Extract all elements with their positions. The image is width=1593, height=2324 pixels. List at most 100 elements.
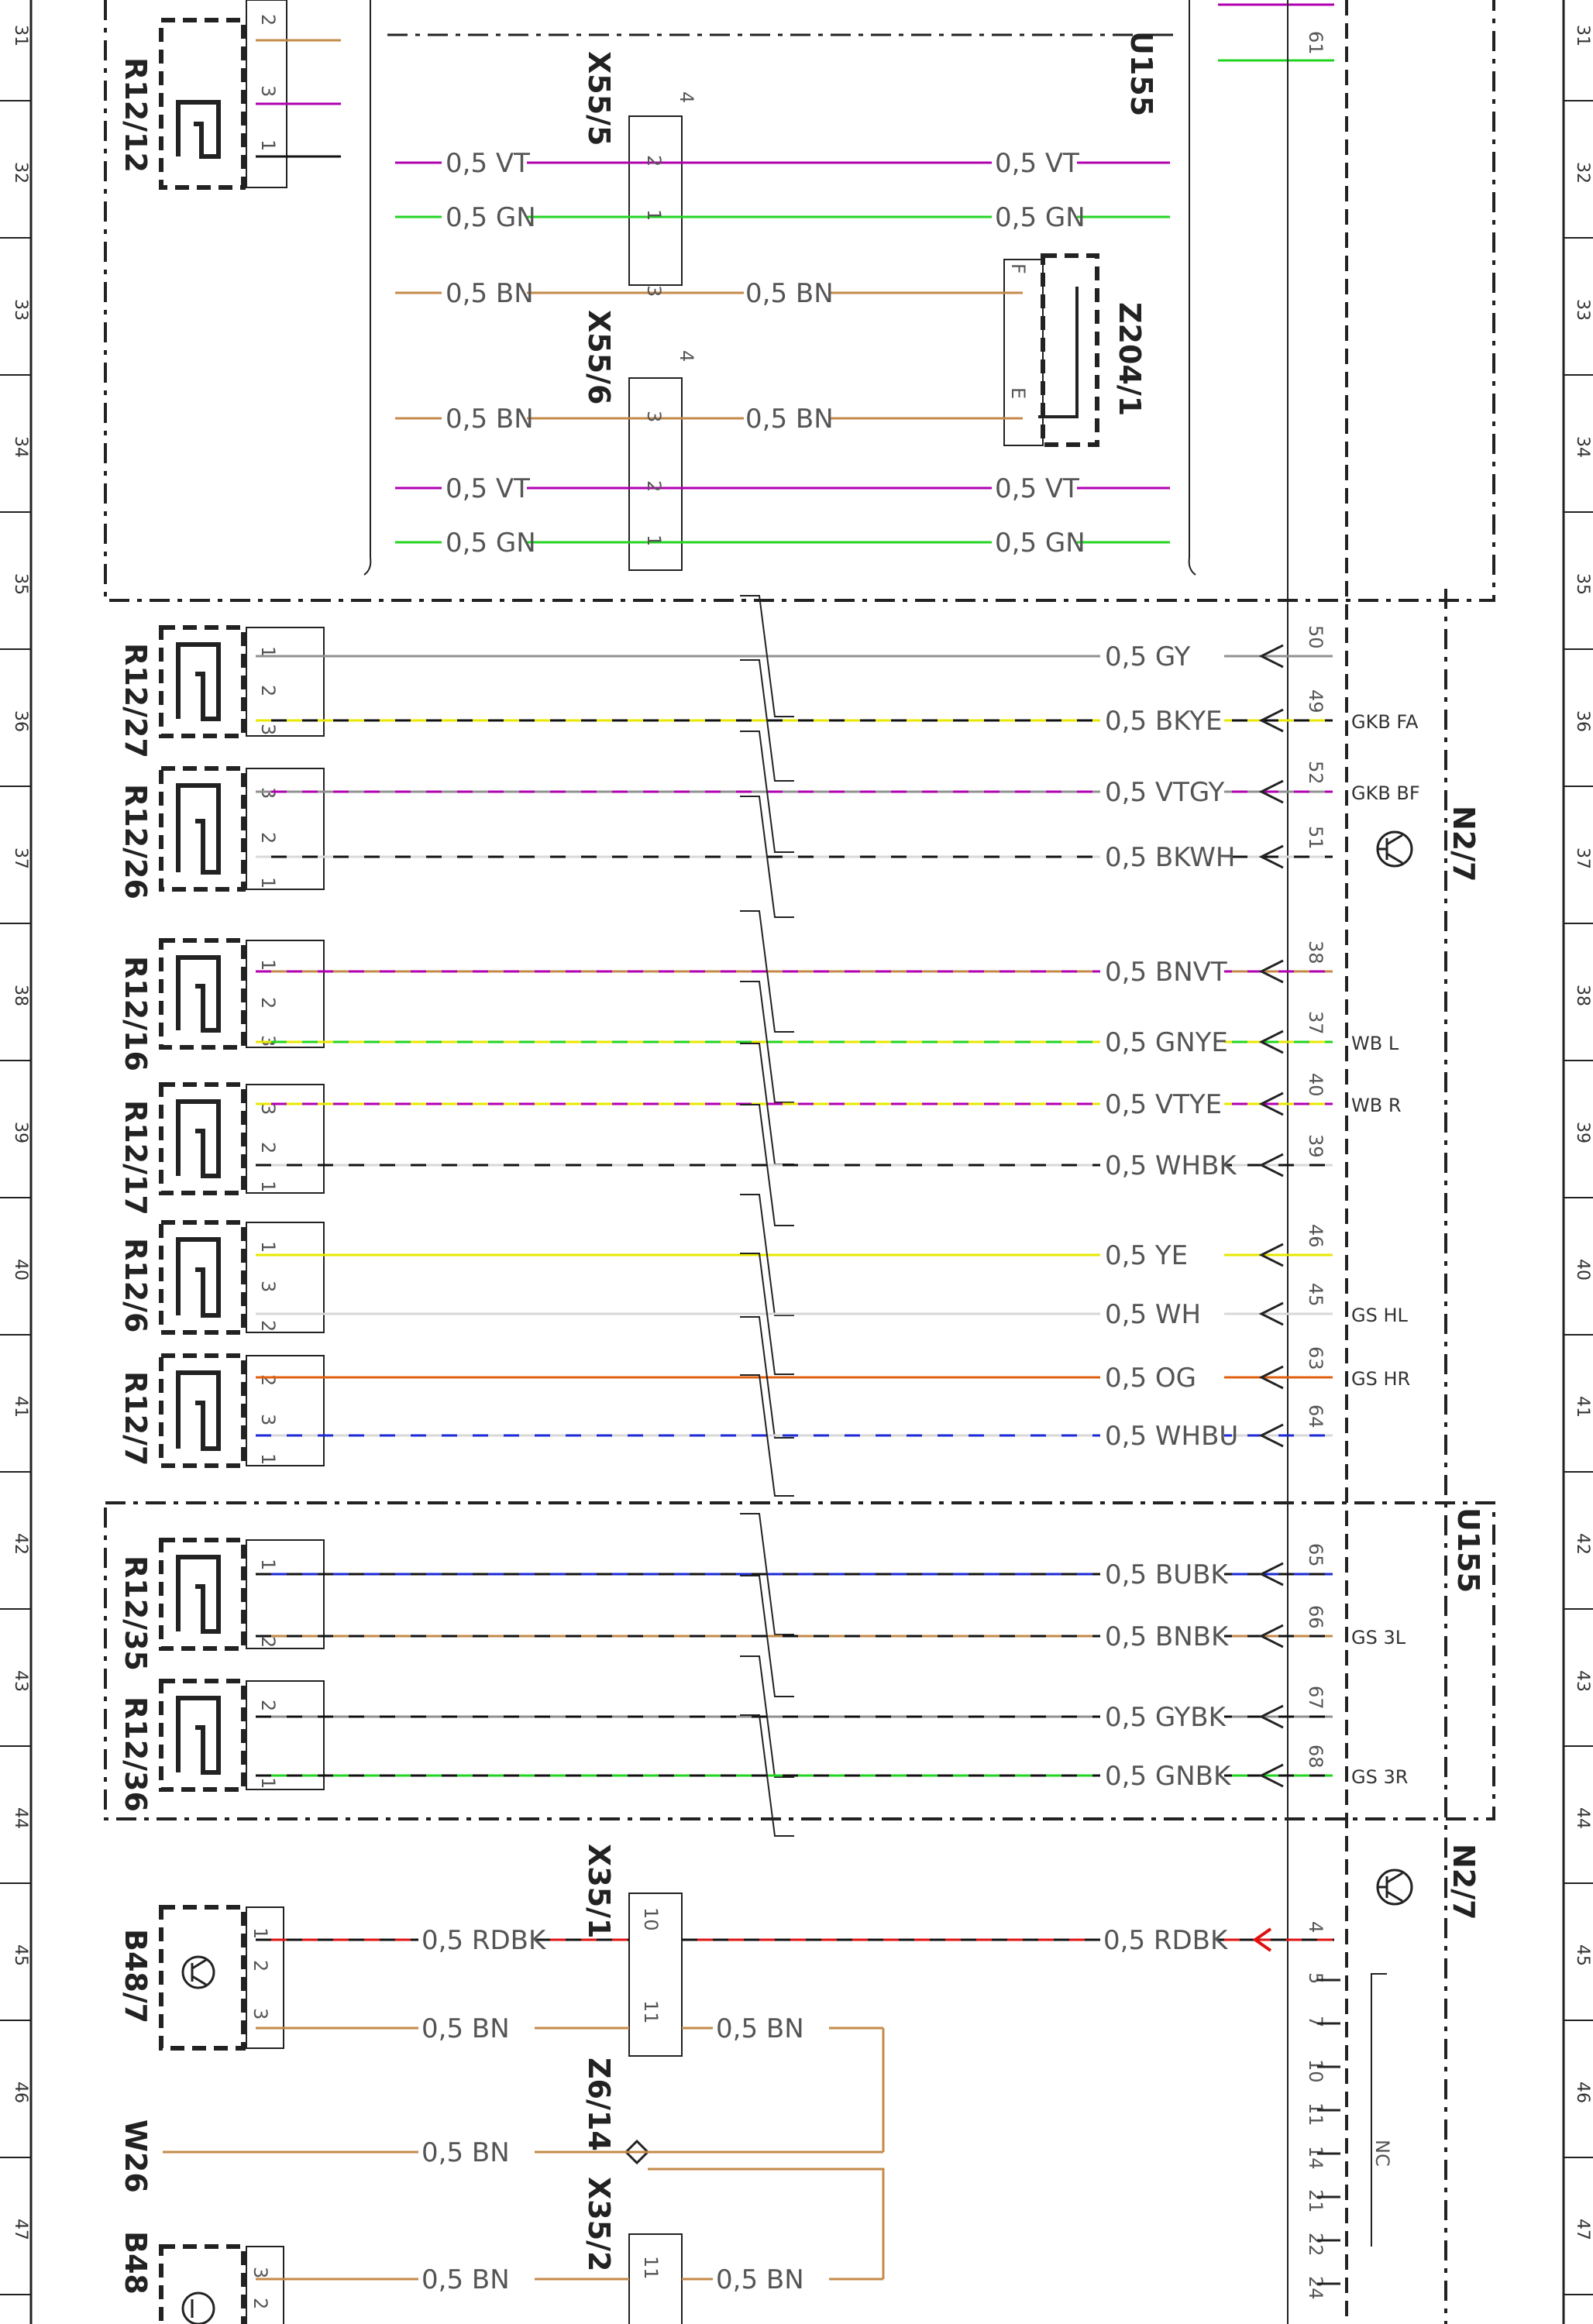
row-number-right: 34: [1573, 436, 1592, 458]
wire-label: 0,5 GNBK: [1105, 1761, 1232, 1792]
pin-label: 2: [249, 1960, 271, 1972]
cable-mark: [740, 659, 794, 782]
arrow-icon: [1258, 1624, 1284, 1648]
transistor-icon: [1376, 1868, 1413, 1906]
wire-label: 0,5 BN: [745, 404, 834, 435]
row-number-right: 43: [1573, 1670, 1592, 1692]
row-number-left: 32: [11, 162, 30, 184]
pin-label: 3: [643, 411, 665, 422]
label-bg: [1100, 1360, 1224, 1394]
wire-label: 0,5 VT: [995, 473, 1079, 504]
pin-label: 2: [257, 14, 279, 26]
top-section: U155 R12/12 2 3 1 X55/5 4 X55/6 4 Z204/1…: [104, 0, 1495, 602]
row-number-right: 46: [1573, 2082, 1592, 2103]
wire-label: 0,5 BN: [421, 2013, 510, 2044]
signal-label: GS 3R: [1351, 1766, 1408, 1788]
row-number-left: 40: [11, 1259, 30, 1281]
arrow-icon: [1258, 708, 1284, 733]
signal-label: GS HR: [1351, 1368, 1410, 1390]
pin-label: 1: [257, 1181, 279, 1192]
label-bg: [1100, 1758, 1224, 1793]
wire-label: 0,5 BKYE: [1105, 706, 1223, 737]
row-number-right: 44: [1573, 1807, 1592, 1829]
pin-label: 2: [643, 480, 665, 492]
n2-7-module: N2/7 N2/7: [1287, 0, 1481, 2324]
pin-label: F: [1007, 263, 1029, 274]
wire-label: 0,5 BN: [745, 278, 834, 309]
wire-label: 0,5 VTYE: [1105, 1089, 1222, 1120]
transistor-icon: [1376, 830, 1413, 868]
pin-number: 37: [1305, 1011, 1326, 1035]
pin-label: 3: [257, 1414, 279, 1425]
cable-mark: [740, 981, 794, 1103]
component-B48-7: B48/7: [119, 1929, 153, 2023]
wire-label: 0,5 RDBK: [1103, 1925, 1229, 1956]
label-bg: [744, 277, 829, 308]
pin-number: 50: [1305, 625, 1326, 649]
label-bg: [1100, 954, 1224, 988]
connector-count: 4: [676, 350, 697, 362]
wire-label: 0,5 BN: [716, 2013, 804, 2044]
component-label: R12/17: [119, 1100, 153, 1215]
label-bg: [1100, 1557, 1224, 1591]
component-W26: W26: [119, 2119, 153, 2193]
row-number-left: 38: [11, 985, 30, 1006]
pin-label: 1: [257, 959, 279, 971]
label-bg: [442, 147, 527, 178]
row-number-right: 36: [1573, 710, 1592, 732]
cable-mark: [740, 1374, 794, 1497]
cable-mark: [740, 1316, 794, 1439]
label-bg: [992, 473, 1077, 504]
wire-label: 0,5 BN: [421, 2264, 510, 2295]
arrow-icon: [1258, 779, 1284, 804]
label-bg: [1100, 1619, 1224, 1653]
row-number-right: 33: [1573, 299, 1592, 321]
component-X35-2: X35/2: [582, 2177, 616, 2272]
row-number-left: 47: [11, 2219, 30, 2240]
component-Z204-1: Z204/1: [1113, 302, 1147, 416]
pin-number: 66: [1305, 1605, 1326, 1629]
component-X55-5: X55/5: [582, 51, 616, 146]
label-bg: [992, 527, 1077, 558]
component-U155: U155: [1124, 31, 1158, 116]
component-label: R12/7: [119, 1371, 153, 1466]
label-bg: [1100, 1087, 1224, 1121]
wire-label: 0,5 VTGY: [1105, 777, 1225, 808]
arrow-icon: [1258, 844, 1284, 869]
row-number-right: 39: [1573, 1122, 1592, 1143]
wire-label: 0,5 GY: [1105, 641, 1191, 672]
component-X55-6: X55/6: [582, 310, 616, 405]
pin-number: 11: [1305, 2102, 1326, 2126]
pin-number: 10: [1305, 2059, 1326, 2083]
cable-mark: [740, 595, 794, 717]
pin-number: 65: [1305, 1543, 1326, 1567]
row-number-right: 42: [1573, 1533, 1592, 1555]
cable-mark: [740, 1104, 794, 1226]
row-number-right: 35: [1573, 573, 1592, 595]
signal-label: WB L: [1351, 1033, 1399, 1054]
pin-number: 68: [1305, 1745, 1326, 1769]
pin-label: 1: [643, 535, 665, 546]
signal-label: GS 3L: [1351, 1627, 1406, 1648]
pin-label: 2: [257, 1142, 279, 1153]
arrow-icon: [1258, 959, 1284, 984]
pin-label: 2: [257, 1636, 279, 1648]
arrow-icon: [1258, 1365, 1284, 1390]
pin-label: 1: [257, 1453, 279, 1465]
wire-label: 0,5 VT: [995, 148, 1079, 179]
connector-count: 4: [676, 91, 697, 103]
label-bg: [1100, 1025, 1224, 1059]
signal-label: GKB BF: [1351, 782, 1420, 804]
row-strip-left: [29, 0, 1565, 2324]
label-bg: [992, 147, 1077, 178]
row-number-right: 47: [1573, 2219, 1592, 2240]
connector-X55-6: [628, 377, 683, 571]
pin-number: 49: [1305, 689, 1326, 713]
pin-label: 2: [257, 685, 279, 696]
pin-number: 39: [1305, 1134, 1326, 1158]
pin-label: 2: [257, 832, 279, 844]
arrow-icon: [1258, 1301, 1284, 1326]
row-number-right: 37: [1573, 847, 1592, 869]
